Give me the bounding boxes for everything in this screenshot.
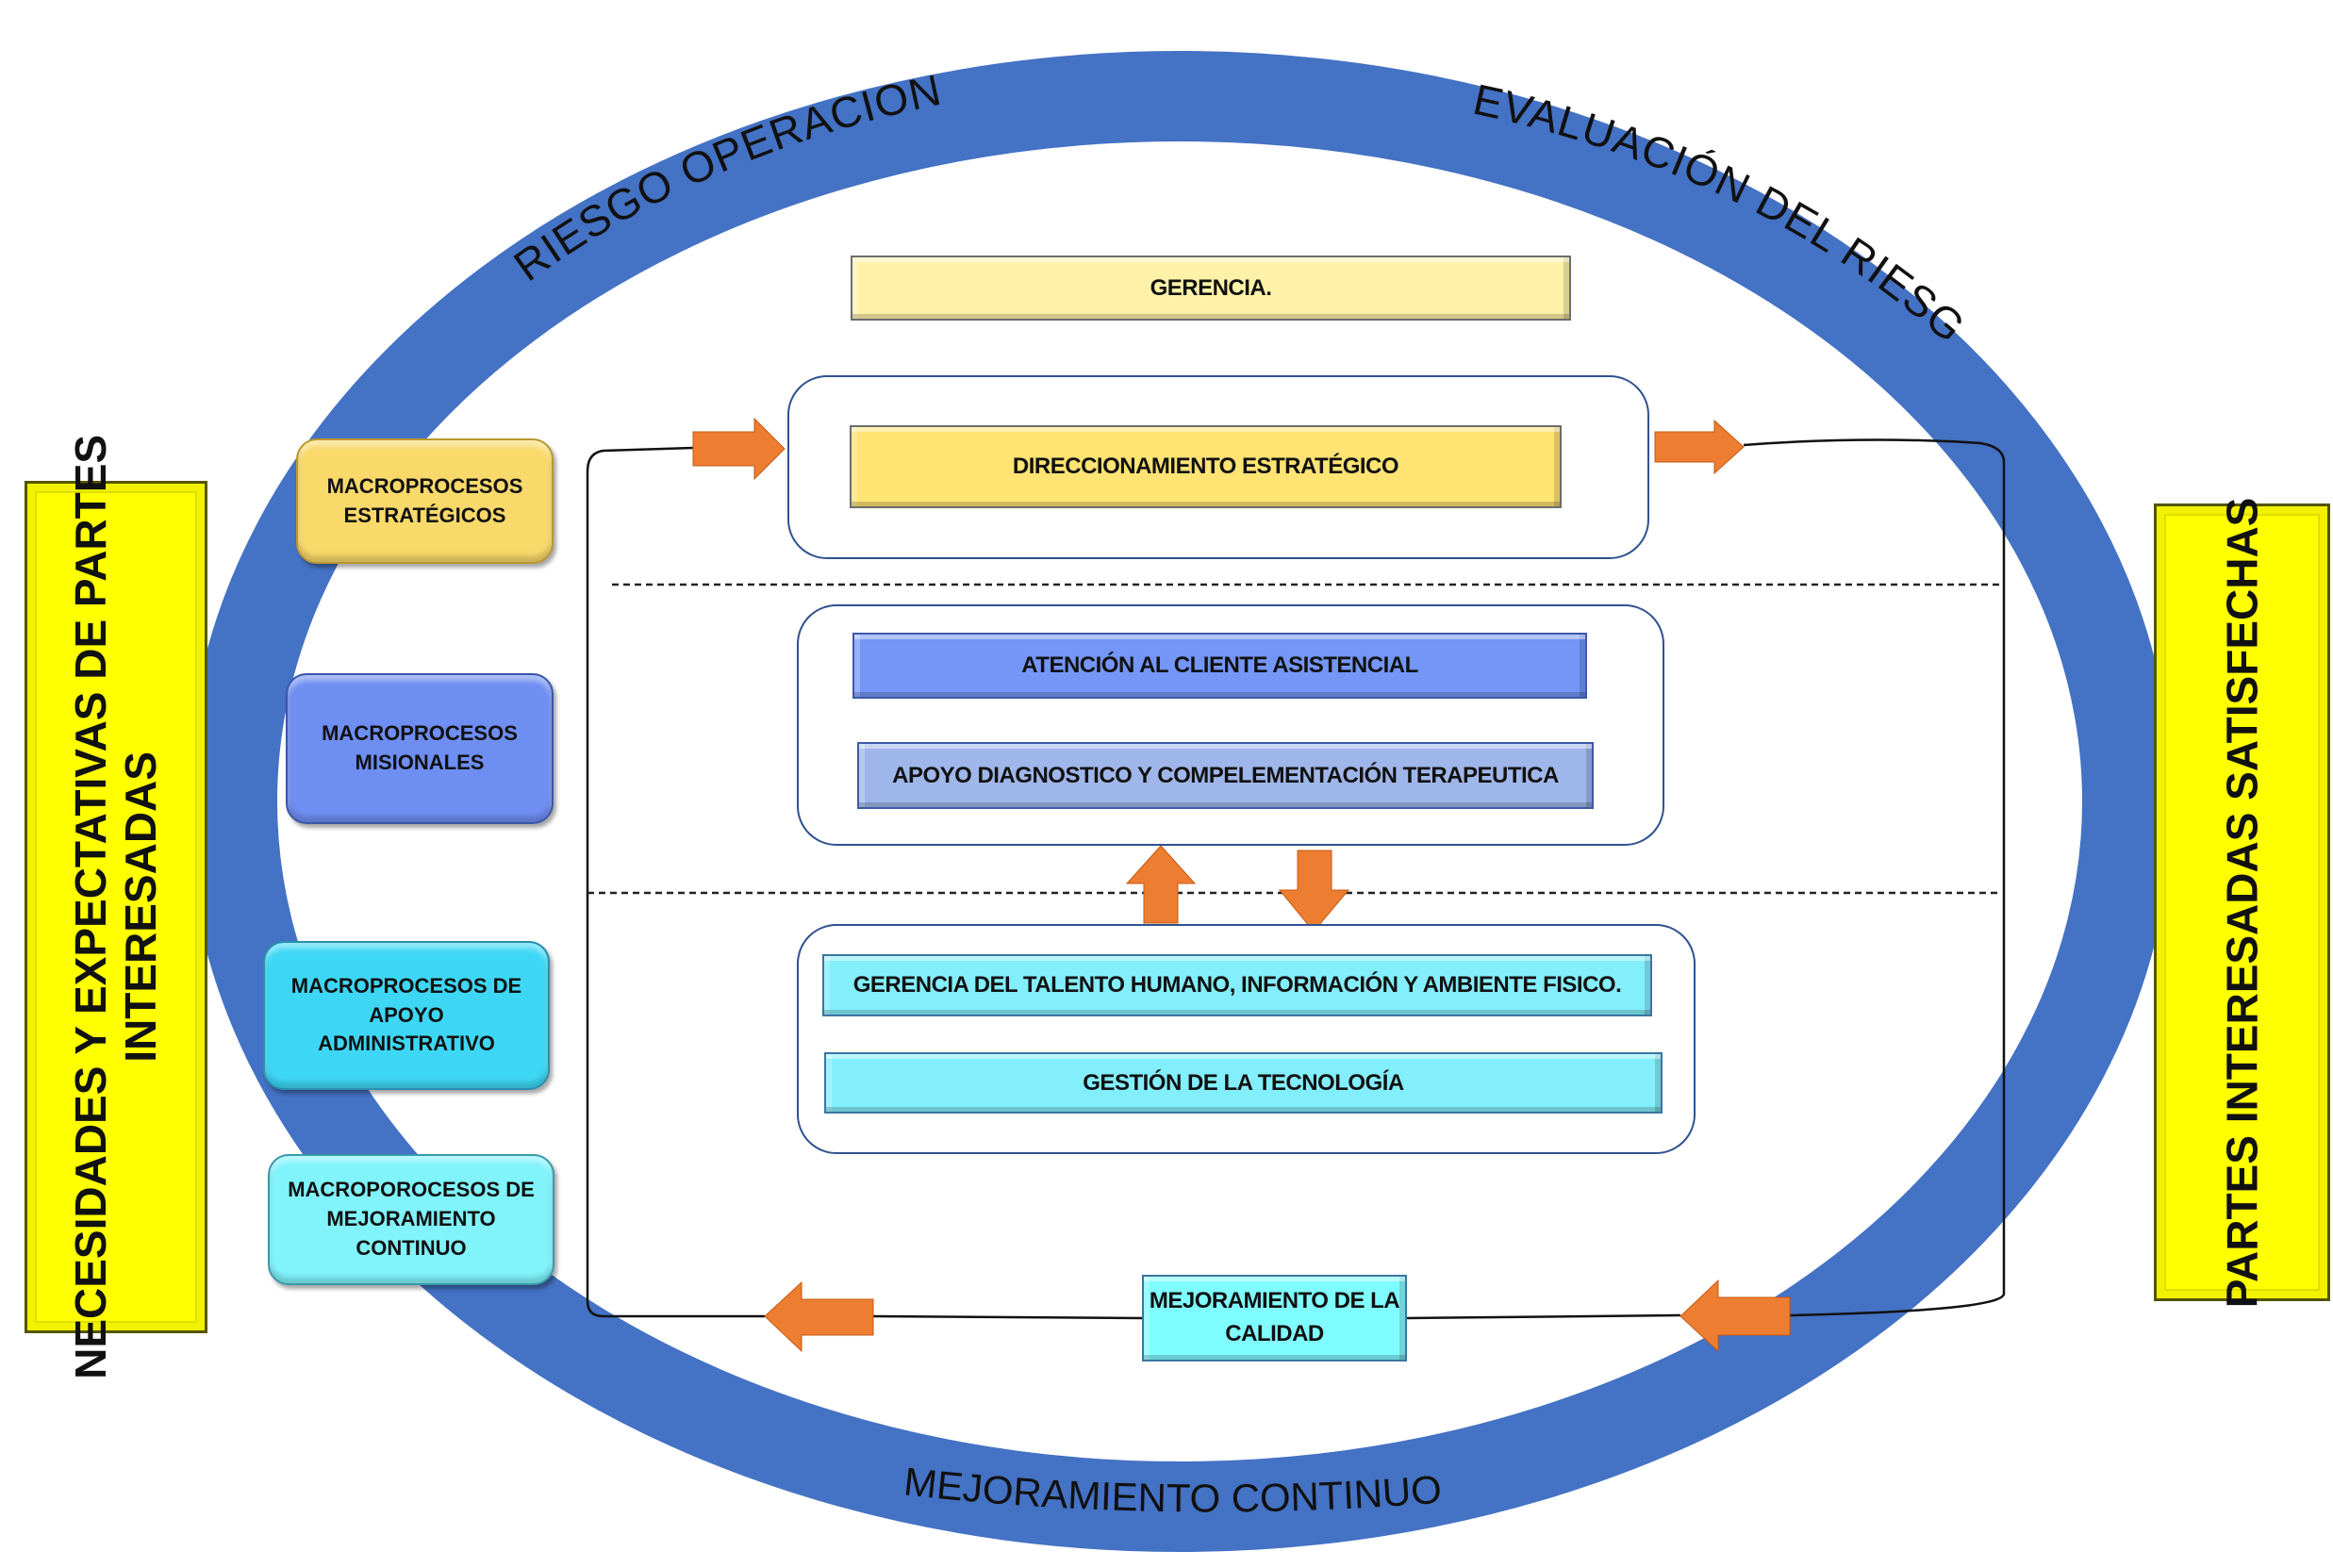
output-satisfied-stakeholders-label: PARTES INTERESADAS SATISFECHAS	[2217, 497, 2267, 1308]
legend-macroprocesos-estrategicos: MACROPROCESOS ESTRATÉGICOS	[296, 438, 554, 564]
input-label-line1: NECESIDADES Y EXPECTATIVAS DE PARTES	[66, 435, 116, 1379]
legend-line: MEJORAMIENTO	[326, 1207, 496, 1231]
legend-line: MACROPROCESOS DE	[290, 973, 522, 998]
arrow-up-icon	[1125, 845, 1197, 924]
output-satisfied-stakeholders-box: PARTES INTERESADAS SATISFECHAS	[2154, 497, 2330, 1308]
legend-line: MACROPOROCESOS DE	[288, 1178, 535, 1202]
process-gestion-tecnologia: GESTIÓN DE LA TECNOLOGÍA	[824, 1052, 1663, 1114]
input-stakeholder-needs-box: NECESIDADES Y EXPECTATIVAS DE PARTES INT…	[25, 435, 207, 1379]
legend-line: APOYO	[369, 1002, 444, 1027]
arrow-left-icon-bottom-left	[764, 1280, 874, 1353]
arrow-right-icon-input	[692, 417, 786, 481]
legend-line: MACROPROCESOS	[322, 721, 518, 746]
process-atencion-cliente: ATENCIÓN AL CLIENTE ASISTENCIAL	[852, 633, 1587, 699]
ring-label-riesgo-operacional: RIESGO OPERACIONAL	[0, 0, 946, 290]
calidad-line2: CALIDAD	[1225, 1321, 1324, 1346]
legend-macroprocesos-mejoramiento: MACROPOROCESOS DE MEJORAMIENTO CONTINUO	[268, 1154, 554, 1285]
process-gerencia: GERENCIA.	[851, 256, 1571, 321]
input-stakeholder-needs-label: NECESIDADES Y EXPECTATIVAS DE PARTES INT…	[66, 435, 166, 1379]
process-direccionamiento-estrategico: DIRECCIONAMIENTO ESTRATÉGICO	[850, 425, 1562, 508]
process-apoyo-diagnostico: APOYO DIAGNOSTICO Y COMPELEMENTACIÓN TER…	[857, 742, 1594, 809]
legend-line: MISIONALES	[355, 751, 485, 774]
calidad-line1: MEJORAMIENTO DE LA	[1149, 1288, 1400, 1314]
legend-line: ADMINISTRATIVO	[318, 1032, 495, 1056]
legend-line: MACROPROCESOS	[326, 473, 523, 498]
input-label-line2: INTERESADAS	[116, 751, 166, 1063]
arrow-left-icon-bottom-right	[1679, 1279, 1791, 1353]
process-loop-line	[586, 438, 2006, 1320]
legend-macroprocesos-misionales: MACROPROCESOS MISIONALES	[286, 673, 554, 824]
process-talento-humano: GERENCIA DEL TALENTO HUMANO, INFORMACIÓN…	[822, 954, 1652, 1016]
arrow-right-icon-output	[1654, 419, 1745, 475]
legend-macroprocesos-apoyo: MACROPROCESOS DE APOYO ADMINISTRATIVO	[263, 941, 550, 1090]
arrow-down-icon	[1278, 850, 1350, 933]
process-mejoramiento-calidad: MEJORAMIENTO DE LA CALIDAD	[1142, 1275, 1407, 1362]
ring-band	[187, 51, 2173, 1552]
legend-line: CONTINUO	[356, 1235, 467, 1260]
legend-line: ESTRATÉGICOS	[343, 503, 506, 527]
